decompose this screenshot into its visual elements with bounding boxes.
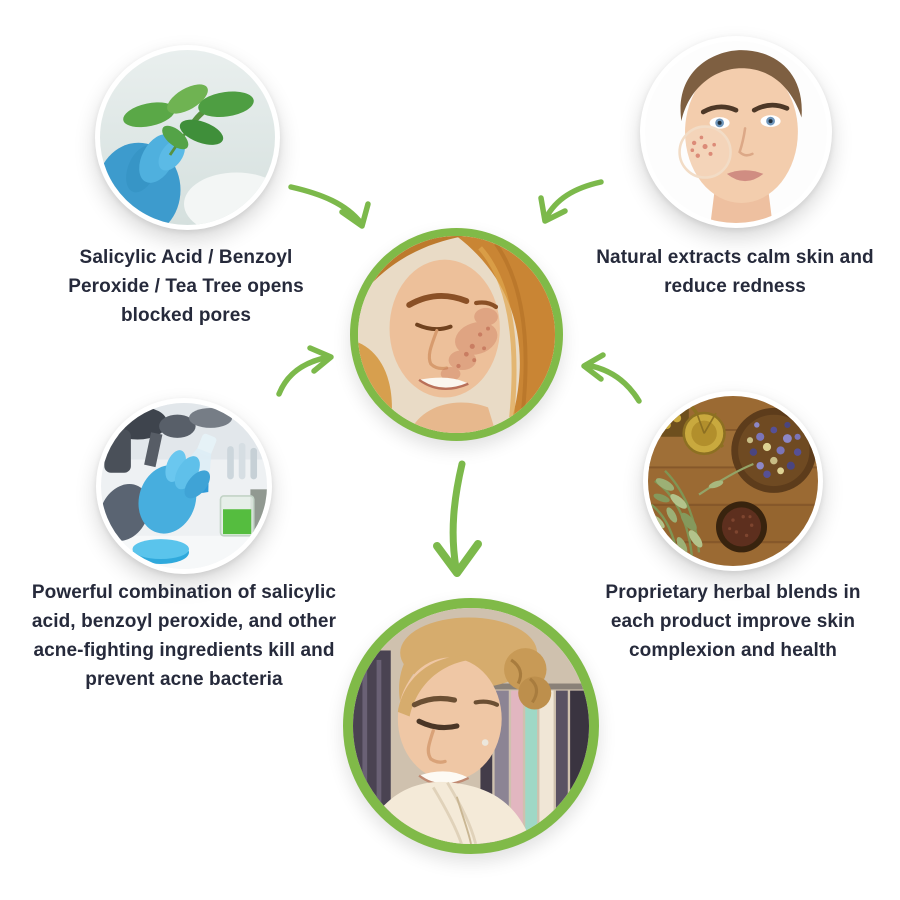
lab-flask-illustration — [101, 403, 267, 569]
arrow-bottom-right-to-center-icon — [581, 352, 642, 404]
dried-herbs-illustration — [648, 396, 818, 566]
lab-research-photo — [96, 398, 272, 574]
arrow-top-left-to-center-icon — [288, 184, 371, 229]
arrow-top-right-to-center-icon — [538, 179, 604, 224]
leaf-in-gloved-hand-illustration — [100, 50, 275, 225]
after-photo — [343, 598, 599, 854]
before-photo — [350, 228, 563, 441]
woman-face-acne-circled-illustration — [645, 41, 827, 223]
acne-face-photo — [640, 36, 832, 228]
before-woman-red-hair-illustration — [358, 236, 555, 433]
arrow-bottom-left-to-center-icon — [276, 345, 334, 397]
leaf-sample-photo — [95, 45, 280, 230]
arrow-center-to-result-icon — [433, 460, 482, 577]
herbal-blend-photo — [643, 391, 823, 571]
after-woman-blonde-illustration — [353, 608, 589, 844]
